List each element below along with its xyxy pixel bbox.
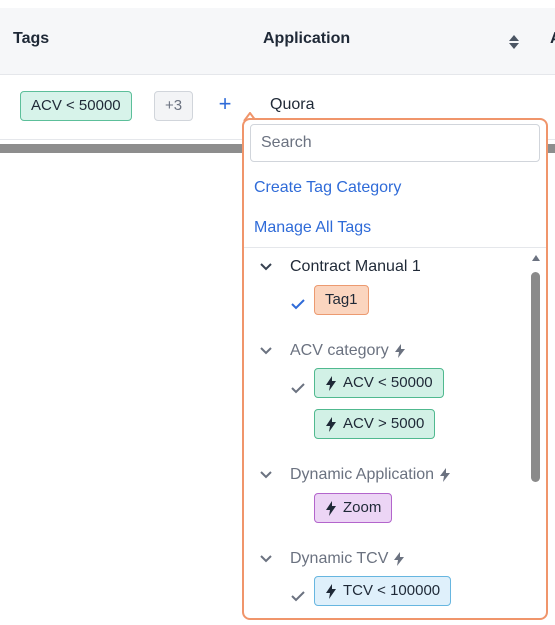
chevron-down-icon [260,263,272,271]
column-header-application[interactable]: Application [263,30,351,47]
check-icon [291,383,305,394]
category-label: Contract Manual 1 [290,258,421,275]
lightning-icon [326,500,336,516]
chevron-down-icon [260,471,272,479]
lightning-icon [326,583,336,599]
column-header-next[interactable]: A [550,30,555,48]
create-tag-category-link[interactable]: Create Tag Category [254,179,402,196]
check-icon [291,299,305,310]
vertical-scrollbar[interactable] [528,252,544,618]
tag-dropdown: Create Tag Category Manage All Tags Cont… [242,118,548,620]
application-cell: Quora [270,96,315,113]
more-tags-badge[interactable]: +3 [154,91,194,121]
lightning-icon [394,552,405,566]
category-dynamic-tcv[interactable]: Dynamic TCV [258,548,405,570]
lightning-icon [440,468,451,482]
lightning-icon [394,344,405,358]
category-label: Dynamic TCV [290,550,389,567]
dropdown-divider [244,247,546,248]
tag-option-tag1[interactable]: Tag1 [314,285,369,315]
category-label: Dynamic Application [290,466,435,483]
search-input[interactable] [250,124,540,162]
column-header-tags[interactable]: Tags [13,30,50,47]
lightning-icon [326,416,336,432]
tag-option-acv-gt-5000[interactable]: ACV > 5000 [314,409,436,439]
chevron-down-icon [260,347,272,355]
tag-option-label: TCV < 100000 [343,582,441,599]
category-label: ACV category [290,342,389,359]
lightning-icon [326,375,336,391]
tag-option-acv-lt-50000[interactable]: ACV < 50000 [314,368,444,398]
category-dynamic-application[interactable]: Dynamic Application [258,464,451,486]
tag-option-label: Zoom [343,499,382,516]
tag-option-zoom[interactable]: Zoom [314,493,393,523]
scrollbar-thumb[interactable] [531,272,540,482]
add-tag-button[interactable]: + [218,91,232,116]
category-acv[interactable]: ACV category [258,340,406,362]
tag-option-tcv-lt-100000[interactable]: TCV < 100000 [314,576,452,606]
table-header: Tags Application A [0,8,555,75]
category-contract-manual-1[interactable]: Contract Manual 1 [258,256,421,278]
check-icon [291,591,305,602]
tag-option-label: ACV > 5000 [343,415,425,432]
tag-option-label: ACV < 50000 [343,374,433,391]
chevron-down-icon [260,555,272,563]
row-tag-chip[interactable]: ACV < 50000 [20,91,132,121]
tag-option-label: Tag1 [325,291,358,308]
manage-all-tags-link[interactable]: Manage All Tags [254,219,372,236]
sort-icon[interactable] [507,32,521,52]
